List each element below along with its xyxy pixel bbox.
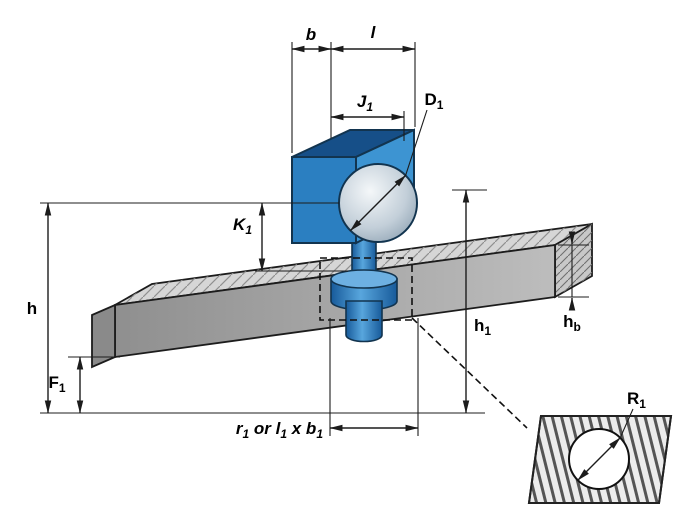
label-F1: F1 xyxy=(48,373,65,395)
label-bottom-dim: r1 or l1 x b1 xyxy=(236,419,323,441)
dimension-lines xyxy=(44,45,576,432)
detail-view: R1 xyxy=(527,389,673,504)
roller-diameter-line xyxy=(349,174,407,232)
radius-diameter-line xyxy=(577,437,621,481)
dimension-labels: b l J1 D1 K1 h F1 h1 hb r1 or l1 x b1 xyxy=(27,23,581,441)
label-h1: h1 xyxy=(474,316,491,338)
stud-flange-top xyxy=(330,269,398,289)
detail-leader-line xyxy=(411,317,528,429)
rail-end-face-hatch xyxy=(555,224,592,297)
label-b: b xyxy=(306,25,316,44)
label-h: h xyxy=(27,299,37,318)
detail-marquee-box xyxy=(319,257,413,321)
label-D1: D1 xyxy=(425,90,444,112)
stud-lower-nut xyxy=(345,300,383,343)
label-J1: J1 xyxy=(357,92,373,114)
block xyxy=(291,128,418,245)
label-K1: K1 xyxy=(233,215,252,237)
label-hb: hb xyxy=(563,312,581,334)
extension-lines xyxy=(40,42,589,436)
D1-leader xyxy=(405,109,428,176)
radius-leader xyxy=(619,408,634,439)
block-front-face xyxy=(291,156,357,244)
label-l: l xyxy=(371,23,377,42)
rail-left-cap xyxy=(91,303,116,369)
label-R1: R1 xyxy=(627,389,646,411)
